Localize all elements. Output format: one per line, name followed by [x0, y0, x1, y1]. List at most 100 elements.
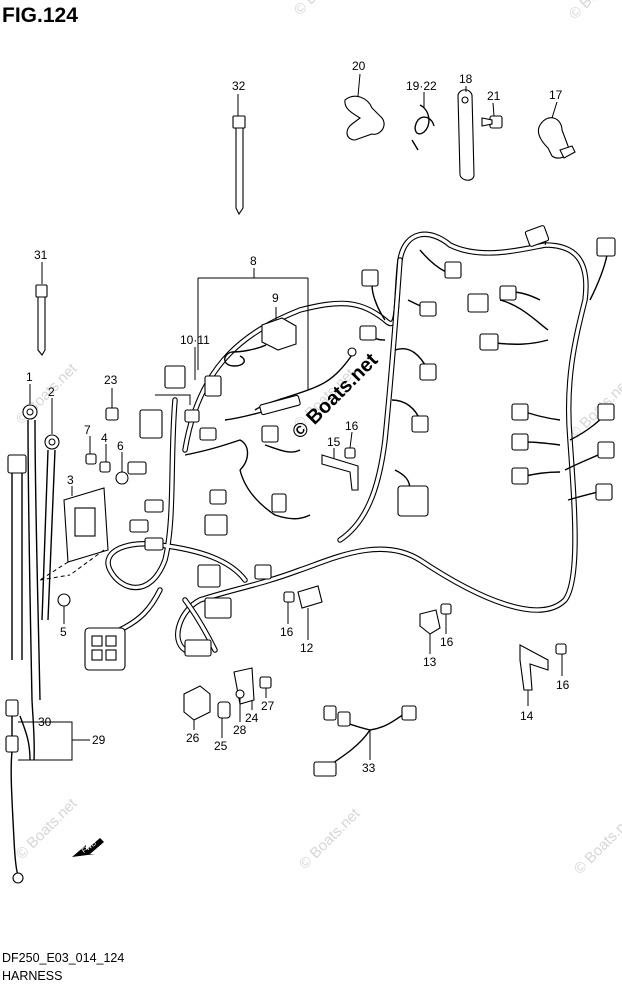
connector: [419, 363, 437, 381]
callout-14: 14: [520, 709, 534, 723]
callout-labels: 32 20 19·22 18 21 17 31 8 9 10·11 1 23 2…: [26, 59, 570, 775]
connector: [204, 375, 222, 397]
callout-31: 31: [34, 248, 48, 262]
callout-16-mid: 16: [280, 625, 294, 639]
part-nut-4: [99, 461, 111, 473]
connector: [511, 403, 529, 421]
connector: [499, 285, 517, 301]
connector: [129, 519, 149, 533]
part-sensor-9: [224, 317, 297, 367]
coupler-pin: [91, 635, 103, 647]
connector: [254, 564, 272, 580]
connector: [184, 409, 200, 423]
part-plate-3: [63, 487, 109, 563]
coupler-pin: [105, 635, 117, 647]
callout-32: 32: [232, 79, 246, 93]
callout-15: 15: [327, 435, 341, 449]
callout-10-11: 10·11: [180, 333, 210, 347]
callout-16-c: 16: [440, 635, 454, 649]
part-bracket-18: [457, 89, 475, 181]
part-clamp-20: [344, 95, 385, 141]
connector: [144, 499, 164, 513]
callout-30: 30: [38, 715, 52, 729]
part-bracket-14: [519, 644, 549, 691]
part-sub-harness-33: [313, 705, 417, 777]
callout-1: 1: [26, 370, 33, 384]
callout-21: 21: [487, 89, 501, 103]
callout-3: 3: [67, 473, 74, 487]
fuse-holder: [259, 394, 301, 416]
callout-16-d: 16: [556, 678, 570, 692]
part-bolt-21: [481, 115, 503, 129]
figure-title: FIG.124: [2, 4, 78, 27]
part-bolt-7: [85, 453, 97, 465]
connector: [511, 467, 529, 485]
part-cap-26: [183, 685, 211, 721]
callout-13: 13: [423, 655, 437, 669]
connector: [361, 269, 379, 287]
callout-29: 29: [92, 733, 106, 747]
connectors-right: [359, 225, 616, 517]
connector: [597, 403, 615, 421]
connector: [127, 461, 147, 475]
callout-19-22: 19·22: [406, 79, 437, 93]
part-nut-27: [259, 676, 272, 689]
watermark-text: © Boats.net: [13, 360, 81, 428]
figure-caption: HARNESS: [2, 969, 62, 983]
fwd-arrow: FWD: [72, 838, 104, 857]
connector: [261, 425, 279, 443]
part-bolt-23: [105, 407, 119, 421]
part-bracket-13: [419, 609, 441, 635]
callout-2: 2: [48, 385, 55, 399]
model-code: DF250_E03_014_124: [2, 951, 124, 965]
part-bolt-16-b: [283, 591, 295, 603]
ring-terminal: [347, 347, 357, 357]
callout-4: 4: [101, 431, 108, 445]
part-cable-tie-31: [35, 284, 48, 356]
connector: [411, 415, 429, 433]
callout-28: 28: [233, 723, 247, 737]
connector: [597, 441, 615, 459]
part-battery-cable-1: [7, 404, 41, 761]
callout-17: 17: [549, 88, 563, 102]
part-nut-28: [235, 689, 245, 699]
connector: [444, 261, 462, 279]
part-bolt-16-d: [555, 643, 567, 655]
leader-lines: [18, 73, 563, 761]
callout-18: 18: [459, 72, 473, 86]
connector: [144, 537, 164, 551]
connector: [419, 301, 437, 317]
callout-6: 6: [117, 439, 124, 453]
main-wire-harness: [105, 231, 609, 653]
main-coupler: [84, 627, 126, 671]
coupler-pin: [105, 649, 117, 661]
connector: [511, 433, 529, 451]
connector: [204, 514, 228, 536]
connector: [197, 564, 221, 588]
part-bracket-24: [233, 667, 255, 705]
part-grommet-25: [217, 701, 231, 719]
watermark-text: © Boats.net: [291, 0, 359, 19]
part-bolt-16-c: [440, 603, 452, 615]
connector: [524, 225, 550, 247]
connector: [595, 483, 613, 501]
part-grommet-6: [115, 471, 129, 485]
part-bolt-16-top: [344, 447, 356, 459]
callout-9: 9: [272, 291, 279, 305]
callout-27: 27: [261, 699, 275, 713]
callout-12: 12: [300, 641, 314, 655]
connector: [204, 597, 232, 619]
watermark-text: © Boats.net: [296, 805, 364, 873]
watermark-text: © Boats.net: [13, 795, 81, 863]
large-connector: [397, 485, 429, 517]
part-bracket-12: [297, 585, 323, 609]
connector: [479, 333, 499, 351]
connectors-center: [84, 347, 357, 671]
callout-7: 7: [84, 423, 91, 437]
callout-5: 5: [60, 625, 67, 639]
watermark-text: © Boats.net: [566, 0, 622, 23]
part-cable-tie-32: [232, 115, 246, 216]
callout-24: 24: [245, 711, 259, 725]
